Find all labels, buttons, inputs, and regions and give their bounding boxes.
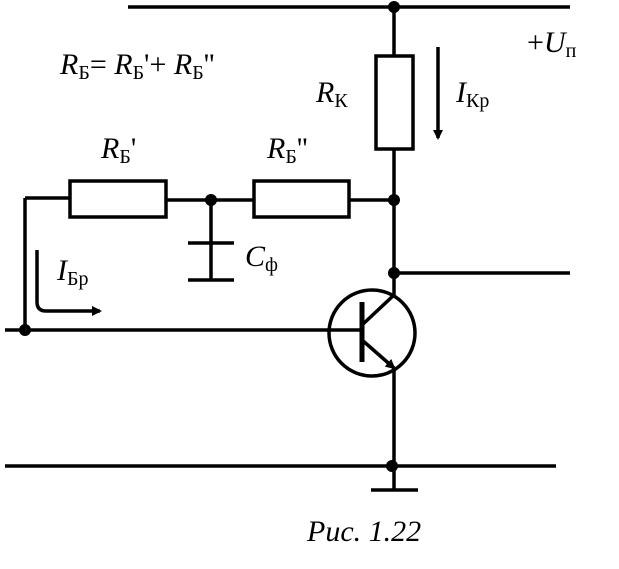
up-u: U [543, 26, 566, 59]
ibr-i: I [57, 254, 67, 287]
junction-supply [388, 1, 400, 13]
label-cf: Cф [245, 240, 278, 276]
up-s: п [565, 40, 577, 62]
current-arrow-ibr [35, 250, 102, 316]
junction-capacitor [205, 194, 217, 206]
rb1-r: R [101, 132, 120, 165]
formula-eq: = [89, 48, 115, 81]
formula-s1: Б [78, 62, 90, 84]
rb2-p: '' [296, 132, 308, 165]
resistor-rb2 [252, 179, 351, 219]
label-up: +Uп [527, 26, 577, 62]
rb1-p: ' [130, 132, 137, 165]
up-plus: + [527, 26, 544, 59]
ikr-i: I [456, 76, 466, 109]
label-rb1: RБ' [101, 132, 137, 168]
transistor-body [327, 288, 417, 378]
formula-mid: '+ [144, 48, 174, 81]
label-rb2: RБ'' [267, 132, 308, 168]
resistor-rk [374, 54, 415, 151]
formula-s3: Б [192, 62, 204, 84]
rb1-s: Б [119, 146, 131, 168]
rb2-s: Б [285, 146, 297, 168]
rk-r: R [316, 76, 335, 109]
figure-caption: Рис. 1.22 [307, 515, 422, 548]
formula-label: RБ= RБ'+ RБ'' [60, 48, 215, 84]
rk-s: К [334, 90, 348, 112]
ikr-s: Кр [466, 90, 490, 112]
junction-ground [386, 460, 398, 472]
cf-s: ф [265, 254, 278, 276]
rb2-r: R [267, 132, 286, 165]
label-ikr: IКр [456, 76, 490, 112]
formula-r1: R [60, 48, 79, 81]
formula-end: '' [203, 48, 215, 81]
junction-input [19, 324, 31, 336]
cf-c: C [245, 240, 266, 273]
transistor-emitter-lead [360, 338, 396, 370]
formula-r3: R [173, 48, 193, 81]
formula-s2: Б [132, 62, 145, 84]
label-rk: RК [316, 76, 348, 112]
resistor-rb1 [68, 179, 168, 219]
label-ibr: IБр [57, 254, 89, 290]
junction-output [388, 267, 400, 279]
ibr-s: Бр [67, 268, 89, 290]
junction-rb2-collector [388, 194, 400, 206]
transistor-collector-lead [360, 293, 396, 327]
formula-r2: R [114, 48, 133, 81]
